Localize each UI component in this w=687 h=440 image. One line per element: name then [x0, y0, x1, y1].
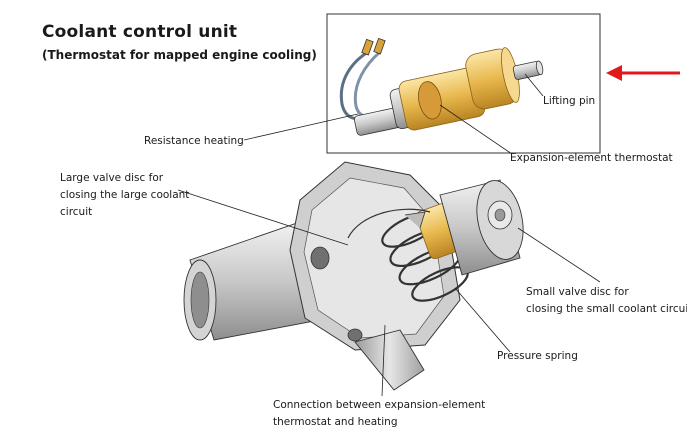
label-line: closing the small coolant circuit — [526, 303, 687, 315]
label-line: circuit — [60, 206, 93, 218]
leader-lines — [177, 73, 601, 397]
label-line: Large valve disc for — [60, 172, 164, 184]
thermostat-housing — [183, 161, 461, 391]
label-large-valve-disc: Large valve disc for closing the large c… — [60, 170, 189, 221]
expansion-element-body — [353, 47, 544, 136]
label-resistance-heating: Resistance heating — [144, 135, 244, 147]
label-lifting-pin: Lifting pin — [543, 95, 596, 107]
small-valve-disc — [439, 179, 524, 276]
label-pressure-spring: Pressure spring — [497, 350, 578, 362]
label-line: Small valve disc for — [526, 286, 629, 298]
red-arrow-icon — [606, 65, 680, 81]
diagram-subtitle: (Thermostat for mapped engine cooling) — [42, 48, 317, 62]
label-line: closing the large coolant — [60, 189, 190, 201]
diagram-title: Coolant control unit — [42, 22, 238, 42]
label-line: thermostat and heating — [273, 416, 398, 428]
large-valve-disc — [347, 208, 431, 239]
label-expansion-element: Expansion-element thermostat — [510, 152, 673, 164]
label-connection: Connection between expansion-element the… — [273, 397, 485, 431]
label-line: Connection between expansion-element — [273, 399, 486, 411]
wire-terminals — [361, 37, 386, 56]
label-small-valve-disc: Small valve disc for closing the small c… — [526, 284, 687, 318]
